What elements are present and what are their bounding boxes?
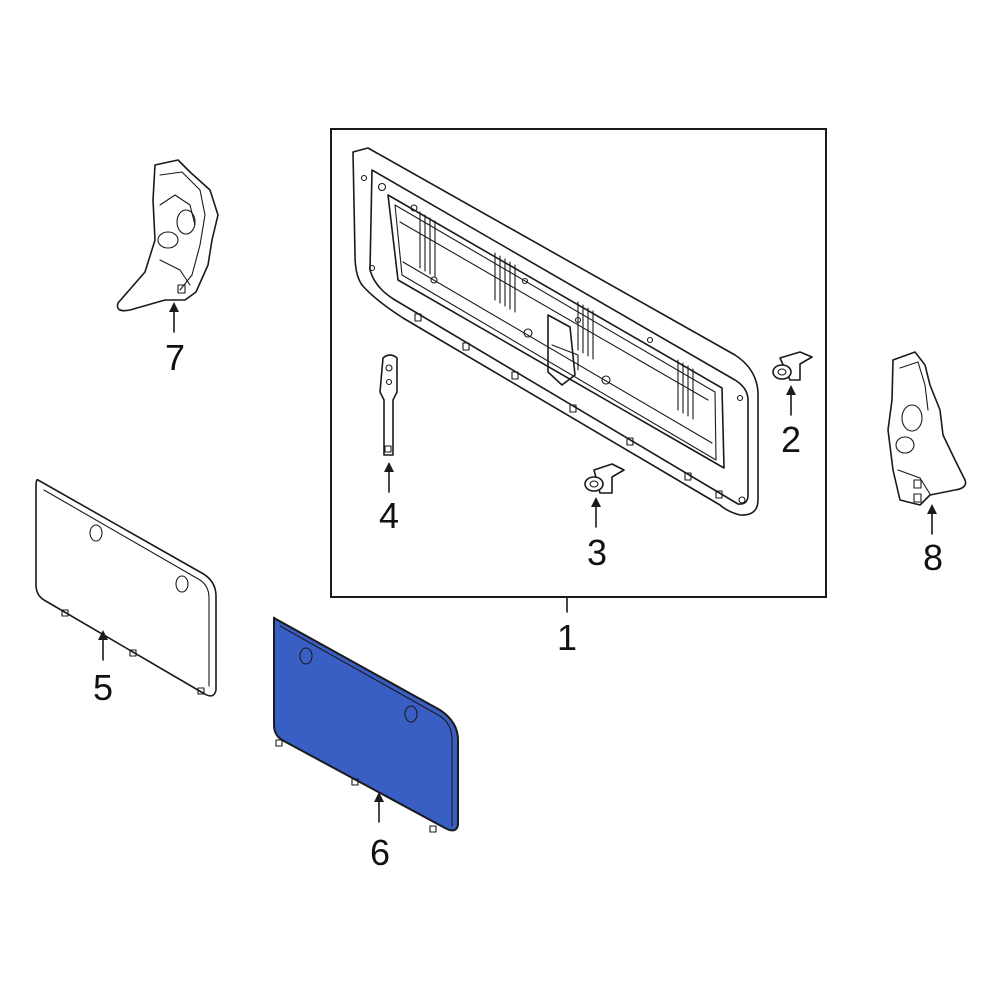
- part-2-push-clip[interactable]: [772, 351, 813, 381]
- part-1-group-box: [330, 128, 827, 598]
- callout-6: 6: [370, 832, 390, 873]
- part-4-strap[interactable]: [379, 354, 398, 456]
- part-7-left-bracket[interactable]: [116, 159, 219, 312]
- callout-7: 7: [165, 337, 185, 378]
- callout-2: 2: [781, 419, 801, 460]
- part-6-panel-highlighted[interactable]: [273, 616, 459, 833]
- part-8-right-bracket[interactable]: [887, 351, 967, 506]
- callout-4: 4: [379, 495, 399, 536]
- part-5-panel[interactable]: [35, 478, 217, 697]
- callout-8: 8: [923, 537, 943, 578]
- part-1-tailgate-panel[interactable]: [352, 147, 759, 516]
- callout-3: 3: [587, 532, 607, 573]
- part-6-panel-fill: [273, 616, 459, 832]
- callout-1: 1: [557, 617, 577, 658]
- callout-5: 5: [93, 667, 113, 708]
- part-3-push-clip[interactable]: [584, 463, 625, 494]
- leader-lines: [98, 302, 937, 823]
